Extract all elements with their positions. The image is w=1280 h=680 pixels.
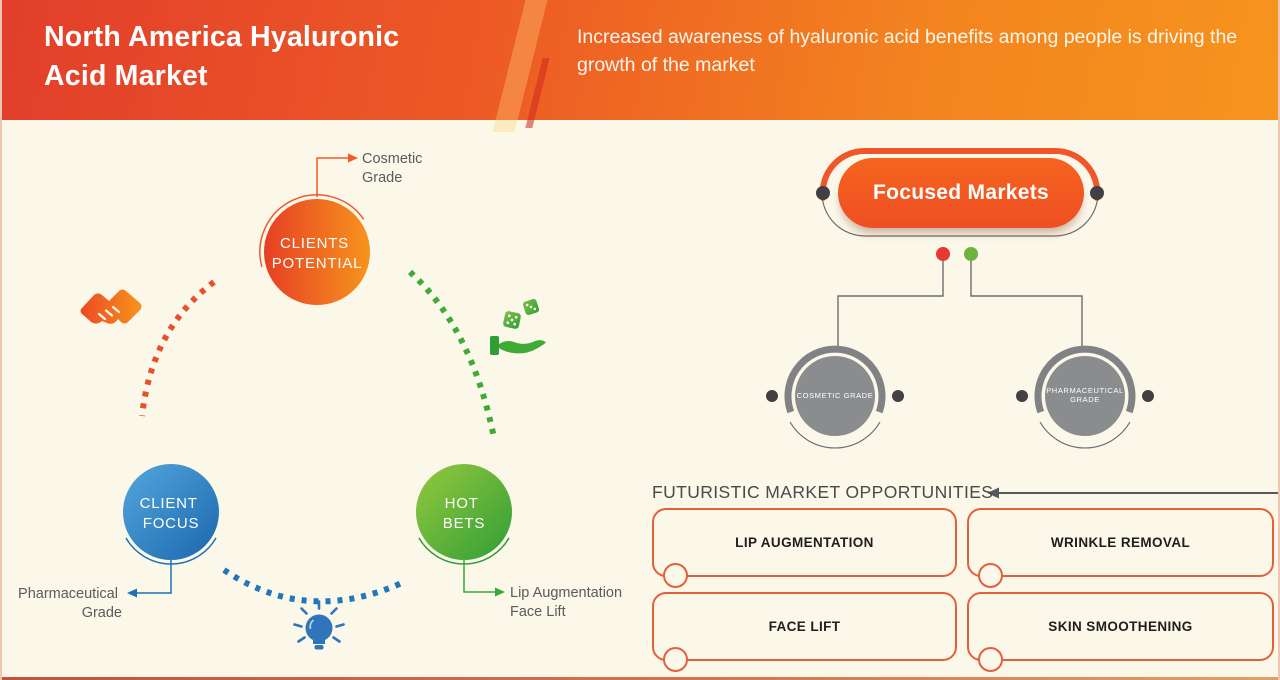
callout-lip-augmentation: Lip Augmentation Face Lift (510, 585, 626, 620)
stadium-right-dot (1090, 186, 1104, 200)
opportunity-label: LIP AUGMENTATION (735, 535, 874, 550)
callout-connector (137, 560, 172, 594)
bottom-accent-line (2, 677, 1278, 680)
stadium-left-dot (816, 186, 830, 200)
cosmetic-grade-label: COSMETIC GRADE (796, 391, 874, 400)
opportunity-label: SKIN SMOOTHENING (1048, 619, 1193, 634)
node-pharmaceutical-grade (1016, 345, 1154, 449)
corner-ring-icon (978, 647, 1003, 672)
opportunity-label: WRINKLE REMOVAL (1050, 535, 1191, 550)
page-title-line1: North America Hyaluronic (44, 21, 400, 53)
node-ring-arc (259, 194, 365, 267)
callout-arrow-icon (495, 587, 505, 597)
opportunity-label: FACE LIFT (768, 619, 841, 634)
opportunity-card-lip-augmentation: LIP AUGMENTATION (652, 508, 957, 588)
branch-dot-green (964, 247, 978, 261)
node-label: CLIENTS POTENTIAL (272, 235, 363, 272)
pharmaceutical-grade-label: PHARMACEUTICAL GRADE (1046, 386, 1124, 404)
opportunity-card-skin-smoothening: SKIN SMOOTHENING (967, 592, 1274, 672)
opportunities-heading: FUTURISTIC MARKET OPPORTUNITIES (652, 482, 994, 502)
connector-cosmetic (837, 261, 944, 348)
connector-pharmaceutical (970, 261, 1083, 348)
page-title-line2: Acid Market (44, 60, 208, 92)
node-label: CLIENT FOCUS (140, 495, 203, 532)
corner-ring-icon (663, 647, 688, 672)
lightbulb-icon (293, 600, 345, 650)
node-circle (264, 199, 370, 305)
node-clients-potential: CLIENTS POTENTIAL Cosmetic Grade (259, 151, 426, 305)
dotted-arc-blue (222, 567, 406, 605)
focused-markets-title: Focused Markets (872, 181, 1050, 204)
node-client-focus: CLIENT FOCUS Pharmaceutical Grade (18, 464, 219, 621)
focused-markets-pill: Focused Markets (838, 158, 1084, 228)
callout-arrow-icon (127, 588, 137, 598)
opportunity-card-face-lift: FACE LIFT (652, 592, 957, 672)
cycle-diagram: CLIENTS POTENTIAL Cosmetic Grade (18, 151, 626, 650)
corner-ring-icon (978, 563, 1003, 588)
node-label: HOT BETS (443, 495, 485, 532)
dice-hand-icon (490, 298, 546, 355)
focused-markets-tree (766, 147, 1278, 499)
node-circle (123, 464, 219, 560)
opportunity-card-wrinkle-removal: WRINKLE REMOVAL (967, 508, 1274, 588)
header-banner: North America Hyaluronic Acid Market Inc… (2, 0, 1278, 132)
callout-pharmaceutical-grade: Pharmaceutical Grade (18, 586, 122, 621)
node-hot-bets: HOT BETS Lip Augmentation Face Lift (416, 464, 626, 620)
node-cosmetic-grade (766, 345, 904, 449)
callout-cosmetic-grade: Cosmetic Grade (362, 151, 426, 186)
heading-arrow-icon (987, 487, 999, 499)
page-title: North America Hyaluronic Acid Market (44, 18, 399, 96)
callout-arrow-icon (348, 153, 358, 163)
dotted-arc-green (407, 269, 497, 439)
callout-connector (463, 560, 495, 593)
corner-ring-icon (663, 563, 688, 588)
handshake-icon (80, 289, 142, 324)
dotted-arc-orange (139, 279, 216, 417)
stadium-orange-arc (819, 147, 1101, 201)
page-subtitle: Increased awareness of hyaluronic acid b… (577, 26, 1238, 76)
callout-connector (316, 157, 348, 197)
node-circle (416, 464, 512, 560)
branch-dot-red (936, 247, 950, 261)
